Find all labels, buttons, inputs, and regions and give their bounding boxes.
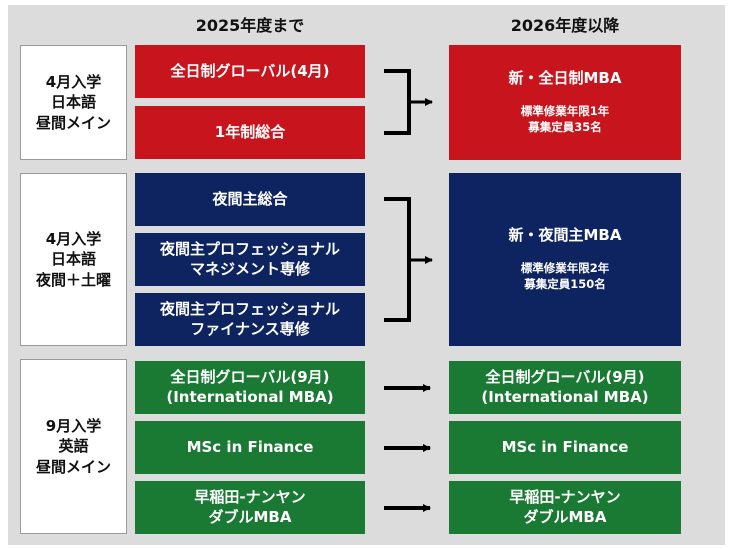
group-label-april-evening: 4月入学 日本語 夜間＋土曜 bbox=[20, 173, 127, 346]
old-program-evening-management: 夜間主プロフェッショナル マネジメント専修 bbox=[135, 233, 365, 286]
new-program-title: 新・全日制MBA bbox=[508, 69, 622, 88]
old-program-fulltime-global-september: 全日制グローバル(9月) (International MBA) bbox=[135, 361, 365, 414]
old-program-msc-finance: MSc in Finance bbox=[135, 421, 365, 474]
merge-bracket-1 bbox=[384, 69, 411, 135]
header-from-2026: 2026年度以降 bbox=[510, 16, 620, 35]
header-until-2025: 2025年度まで bbox=[195, 16, 305, 35]
old-program-evening-finance: 夜間主プロフェッショナル ファイナンス専修 bbox=[135, 293, 365, 346]
new-program-msc-finance: MSc in Finance bbox=[449, 421, 681, 474]
group-label-april-daytime: 4月入学 日本語 昼間メイン bbox=[20, 45, 127, 160]
new-program-detail: 標準修業年限2年 募集定員150名 bbox=[520, 260, 610, 292]
new-program-fulltime-global-september: 全日制グローバル(9月) (International MBA) bbox=[449, 361, 681, 414]
new-program-waseda-nanyang: 早稲田-ナンヤン ダブルMBA bbox=[449, 481, 681, 534]
group-label-september-english: 9月入学 英語 昼間メイン bbox=[20, 359, 127, 534]
new-program-evening-mba: 新・夜間主MBA 標準修業年限2年 募集定員150名 bbox=[449, 173, 681, 346]
old-program-evening-general: 夜間主総合 bbox=[135, 173, 365, 226]
old-program-one-year-general: 1年制総合 bbox=[135, 106, 365, 159]
new-program-fulltime-mba: 新・全日制MBA 標準修業年限1年 募集定員35名 bbox=[449, 45, 681, 160]
old-program-fulltime-global-april: 全日制グローバル(4月) bbox=[135, 45, 365, 98]
new-program-detail: 標準修業年限1年 募集定員35名 bbox=[520, 103, 610, 135]
merge-bracket-2 bbox=[384, 197, 411, 322]
old-program-waseda-nanyang: 早稲田-ナンヤン ダブルMBA bbox=[135, 481, 365, 534]
new-program-title: 新・夜間主MBA bbox=[508, 226, 622, 245]
